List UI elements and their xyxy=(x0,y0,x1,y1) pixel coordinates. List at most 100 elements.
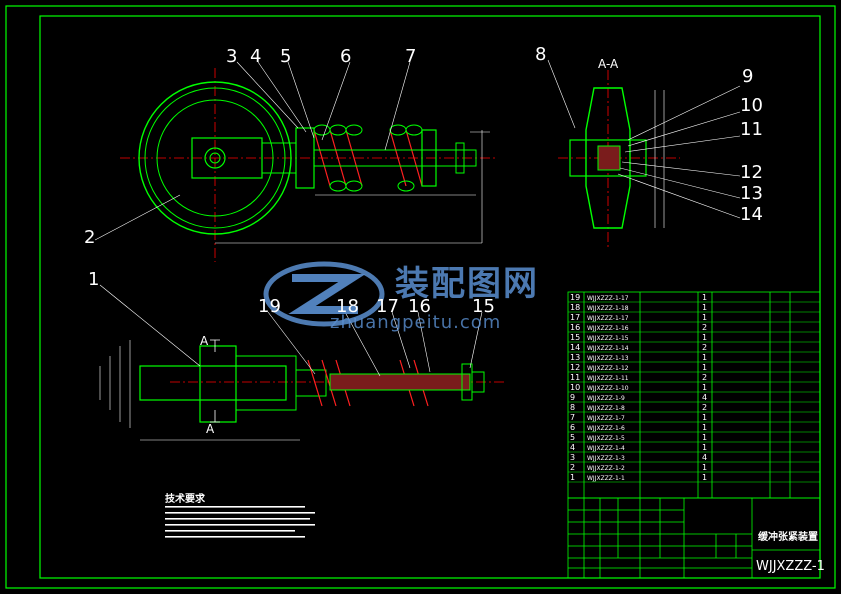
watermark-cn: 装配图网 xyxy=(395,264,539,304)
bom-row-qty: 1 xyxy=(702,363,707,372)
bom-row-code: WJJXZZZ-1-6 xyxy=(587,425,625,432)
bom-row-qty: 2 xyxy=(702,343,707,352)
wheel-outer xyxy=(138,81,292,235)
spring-top xyxy=(313,129,423,187)
axle-plan xyxy=(139,365,287,401)
bom-row-qty: 1 xyxy=(702,293,707,302)
bom-row-no: 3 xyxy=(570,453,575,462)
watermark-en: zhuangpeitu.com xyxy=(330,312,502,333)
balloon-14: 14 xyxy=(740,204,763,225)
axle xyxy=(209,152,221,164)
section-view xyxy=(547,59,741,250)
balloon-18: 18 xyxy=(336,296,359,317)
bom-row-code: WJJXZZZ-1-4 xyxy=(587,445,625,452)
balloon-3: 3 xyxy=(226,46,237,67)
balloon-19: 19 xyxy=(258,296,281,317)
bom-row-code: WJJXZZZ-1-14 xyxy=(587,345,629,352)
bom-row-lines xyxy=(568,301,820,483)
drawing-name: 缓冲张紧装置 xyxy=(757,530,818,543)
rod-plan xyxy=(329,373,471,391)
bom-row-qty: 1 xyxy=(702,423,707,432)
wheel-inner xyxy=(156,99,274,217)
balloon-2: 2 xyxy=(84,227,95,248)
balloon-5: 5 xyxy=(280,46,291,67)
bom-row-code: WJJXZZZ-1-16 xyxy=(587,325,629,332)
tech-notes xyxy=(165,506,315,538)
bom-row-code: WJJXZZZ-1-1 xyxy=(587,475,625,482)
bom-row-code: WJJXZZZ-1-3 xyxy=(587,455,625,462)
bom-row-no: 12 xyxy=(570,363,580,372)
balloon-4: 4 xyxy=(250,46,261,67)
drawing-number: WJJXZZZ-1 xyxy=(756,559,825,574)
bom-row-qty: 1 xyxy=(702,313,707,322)
balloon-12: 12 xyxy=(740,162,763,183)
bom-row-no: 4 xyxy=(570,443,575,452)
bom-row-no: 7 xyxy=(570,413,575,422)
bom-row-code: WJJXZZZ-1-18 xyxy=(587,305,629,312)
bom-row-code: WJJXZZZ-1-7 xyxy=(587,415,625,422)
bom-row-qty: 1 xyxy=(702,433,707,442)
bom-row-qty: 1 xyxy=(702,333,707,342)
top-view xyxy=(99,284,505,441)
title-block xyxy=(567,497,821,579)
bom-row-no: 16 xyxy=(570,323,580,332)
balloon-15: 15 xyxy=(472,296,495,317)
bom-row-no: 13 xyxy=(570,353,580,362)
bom-table xyxy=(567,291,821,499)
bom-row-no: 9 xyxy=(570,393,575,402)
bom-row-no: 5 xyxy=(570,433,575,442)
bom-row-qty: 1 xyxy=(702,353,707,362)
bom-row-no: 1 xyxy=(570,473,575,482)
outer-frame xyxy=(5,5,836,589)
bom-row-no: 15 xyxy=(570,333,580,342)
rod-end xyxy=(463,149,477,167)
bottom-leaders xyxy=(99,284,483,377)
dimensions-top xyxy=(215,130,490,244)
wheel-rim xyxy=(144,87,286,229)
bom-row-qty: 4 xyxy=(702,453,707,462)
balloon-11: 11 xyxy=(740,119,763,140)
bom-row-qty: 1 xyxy=(702,413,707,422)
bom-row-qty: 2 xyxy=(702,323,707,332)
bom-row-no: 19 xyxy=(570,293,580,302)
bom-row-no: 6 xyxy=(570,423,575,432)
bom-row-code: WJJXZZZ-1-11 xyxy=(587,375,629,382)
cut-mark-bottom: A xyxy=(206,422,215,436)
bom-row-no: 14 xyxy=(570,343,580,352)
bom-row-code: WJJXZZZ-1-15 xyxy=(587,335,629,342)
balloon-1: 1 xyxy=(88,269,99,290)
balloon-10: 10 xyxy=(740,95,763,116)
section-leaders xyxy=(547,59,741,219)
front-leaders xyxy=(94,61,411,241)
bom-row-code: WJJXZZZ-1-12 xyxy=(587,365,629,372)
dimensions-bottom xyxy=(99,340,300,441)
balloon-8: 8 xyxy=(535,44,546,65)
bom-row-qty: 2 xyxy=(702,403,707,412)
balloon-16: 16 xyxy=(408,296,431,317)
bom-row-code: WJJXZZZ-1-17 xyxy=(587,295,629,302)
balloon-17: 17 xyxy=(376,296,399,317)
bom-row-qty: 4 xyxy=(702,393,707,402)
axle-section xyxy=(569,139,647,177)
bom-row-no: 11 xyxy=(570,373,580,382)
bearing-section xyxy=(597,145,621,171)
balloon-7: 7 xyxy=(405,46,416,67)
watermark-logo xyxy=(263,261,385,327)
spring-seat-right xyxy=(421,129,437,187)
bom-row-code: WJJXZZZ-1-10 xyxy=(587,385,629,392)
bom-row-code: WJJXZZZ-1-13 xyxy=(587,355,629,362)
tech-req-title: 技术要求 xyxy=(165,492,206,505)
bom-row-no: 2 xyxy=(570,463,575,472)
axle-hub xyxy=(204,147,226,169)
section-label: A-A xyxy=(598,57,619,71)
wheel-section xyxy=(585,87,631,229)
balloon-9: 9 xyxy=(742,66,753,87)
balloon-13: 13 xyxy=(740,183,763,204)
cut-mark-top: A xyxy=(200,334,209,348)
bom-row-qty: 1 xyxy=(702,443,707,452)
bom-row-code: WJJXZZZ-1-9 xyxy=(587,395,625,402)
bom-row-code: WJJXZZZ-1-5 xyxy=(587,435,625,442)
bom-row-qty: 1 xyxy=(702,383,707,392)
